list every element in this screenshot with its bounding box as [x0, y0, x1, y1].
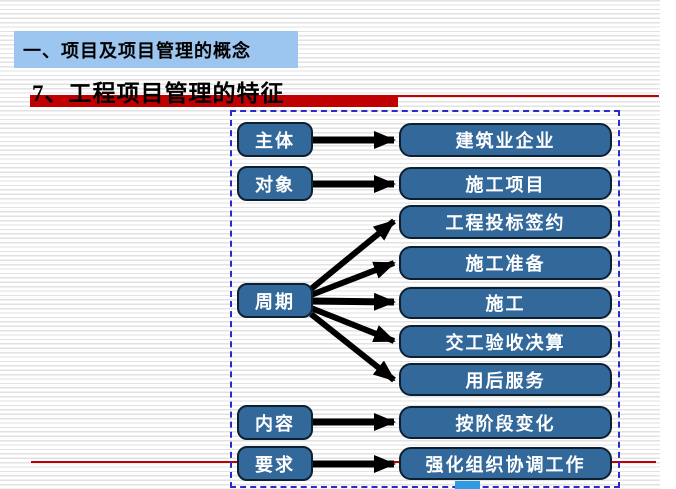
left-box-requirement[interactable]: 要求: [237, 446, 313, 481]
right-box-construction-enterprise-label: 建筑业企业: [455, 131, 556, 151]
right-box-bidding-signing[interactable]: 工程投标签约: [399, 205, 612, 239]
right-box-changes-by-stage-label: 按阶段变化: [455, 413, 556, 434]
right-box-construction-label: 施工: [485, 294, 526, 314]
right-box-after-use-service-label: 用后服务: [465, 370, 546, 391]
right-box-handover-acceptance-settlement[interactable]: 交工验收决算: [399, 325, 612, 358]
left-box-cycle[interactable]: 周期: [237, 283, 313, 318]
right-box-construction-preparation-label: 施工准备: [465, 254, 546, 274]
right-box-changes-by-stage[interactable]: 按阶段变化: [399, 406, 612, 439]
title-underline-thin-line: [398, 95, 659, 97]
right-box-handover-acceptance-settlement-label: 交工验收决算: [445, 332, 566, 353]
section-header-bar: 一、项目及项目管理的概念: [14, 31, 298, 68]
right-box-bidding-signing-label: 工程投标签约: [445, 213, 566, 233]
slide-title: 7、工程项目管理的特征: [32, 81, 285, 106]
left-box-object[interactable]: 对象: [237, 166, 313, 201]
left-box-cycle-label: 周期: [255, 291, 295, 312]
left-box-subject[interactable]: 主体: [237, 122, 313, 157]
right-box-after-use-service[interactable]: 用后服务: [399, 363, 612, 396]
left-box-requirement-label: 要求: [255, 454, 295, 475]
title-underline-bar: [30, 95, 398, 107]
diagram-selection-border[interactable]: [230, 110, 620, 488]
right-box-construction-enterprise[interactable]: 建筑业企业: [399, 123, 612, 157]
right-box-construction[interactable]: 施工: [399, 287, 612, 319]
section-header-text: 一、项目及项目管理的概念: [23, 40, 251, 61]
left-box-subject-label: 主体: [255, 130, 295, 151]
right-box-construction-project-label: 施工项目: [465, 174, 546, 195]
left-box-content[interactable]: 内容: [237, 405, 313, 440]
left-box-object-label: 对象: [255, 174, 295, 195]
right-box-strengthen-coordination-label: 强化组织协调工作: [425, 454, 586, 475]
right-box-construction-project[interactable]: 施工项目: [399, 167, 612, 200]
right-box-strengthen-coordination[interactable]: 强化组织协调工作: [399, 447, 612, 480]
left-box-content-label: 内容: [255, 413, 295, 434]
right-box-construction-preparation[interactable]: 施工准备: [399, 246, 612, 280]
footer-badge: [455, 481, 480, 489]
